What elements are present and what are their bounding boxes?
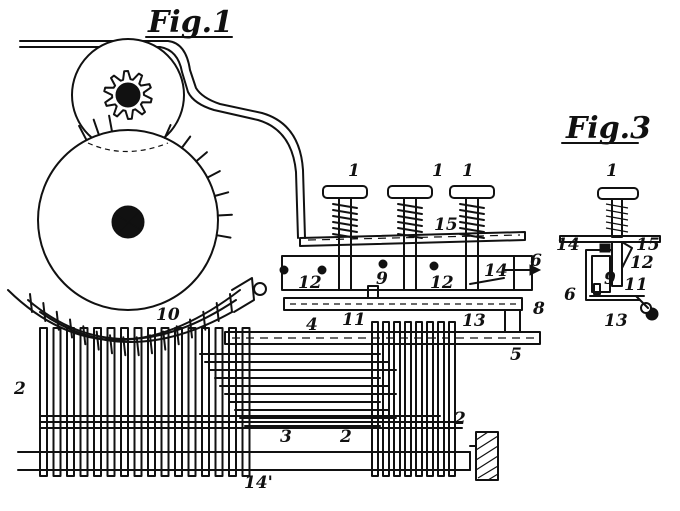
vertical-rods xyxy=(39,321,456,477)
rod xyxy=(52,327,62,477)
type-pin xyxy=(206,170,221,179)
comb-tooth xyxy=(122,336,127,357)
rod xyxy=(120,327,129,477)
rod xyxy=(448,321,456,477)
type-pin xyxy=(108,114,113,133)
comb-tooth xyxy=(202,310,207,331)
label-key-c: 1 xyxy=(462,161,474,181)
label-12b: 12 xyxy=(430,273,454,293)
comb-teeth xyxy=(29,293,233,357)
label-13: 13 xyxy=(462,311,486,331)
spring xyxy=(332,203,358,239)
fig3-label-6: 6 xyxy=(564,285,576,305)
fig3-label-14: 14 xyxy=(556,235,580,255)
key-plate xyxy=(299,231,526,247)
tape-guide xyxy=(19,40,306,239)
comb-tooth xyxy=(55,310,60,331)
type-wheel xyxy=(37,114,233,311)
bottom-shaft xyxy=(17,451,471,471)
rod xyxy=(187,327,197,477)
rod xyxy=(382,321,390,477)
rod xyxy=(93,327,102,477)
rod xyxy=(174,327,183,477)
fig3-label-15: 15 xyxy=(636,235,660,255)
wheel-type-pins xyxy=(78,114,233,239)
fig3-label-key: 1 xyxy=(606,161,618,181)
comb-tooth xyxy=(149,334,153,355)
figure-1: Fig.1 1 1 1 15 12 12 9 14 6 8 11 13 4 5 … xyxy=(7,5,545,493)
rod xyxy=(404,321,412,477)
label-2-left: 2 xyxy=(13,379,26,399)
rod xyxy=(437,321,445,477)
comb-tooth xyxy=(229,293,233,313)
label-key-a: 1 xyxy=(348,161,360,181)
label-9: 9 xyxy=(376,269,388,289)
rod xyxy=(66,327,75,477)
arc-pivot xyxy=(253,282,267,296)
cog-teeth xyxy=(103,70,153,120)
label-10: 10 xyxy=(156,305,180,325)
type-pin xyxy=(195,151,208,163)
type-pin xyxy=(92,118,100,136)
cog-outline xyxy=(103,70,153,120)
type-pin xyxy=(180,135,192,149)
rod xyxy=(147,327,156,477)
fig3-label-13: 13 xyxy=(604,311,628,331)
rod xyxy=(371,321,379,477)
comb-tooth xyxy=(109,334,113,355)
comb-tooth xyxy=(175,325,180,346)
label-5: 5 xyxy=(510,345,522,365)
label-key-b: 1 xyxy=(432,161,444,181)
rod xyxy=(79,327,89,477)
label-2-right: 2 xyxy=(453,409,466,429)
comb-tooth xyxy=(42,302,47,322)
arrow-8 xyxy=(504,264,542,276)
fig1-title: Fig.1 xyxy=(147,5,233,40)
fig3-label-12: 12 xyxy=(630,253,654,273)
label-2-mid: 2 xyxy=(339,427,352,447)
comb-tooth xyxy=(215,302,220,322)
rod xyxy=(214,327,224,477)
label-14: 14 xyxy=(484,261,508,281)
spring xyxy=(397,203,423,239)
small-gear xyxy=(71,38,185,152)
slide-bar xyxy=(283,285,523,311)
label-15: 15 xyxy=(434,215,458,235)
type-pin xyxy=(78,124,88,142)
comb-tooth xyxy=(95,330,100,351)
rod xyxy=(393,321,401,477)
horizontal-bars xyxy=(39,353,463,429)
label-12a: 12 xyxy=(298,273,322,293)
type-pin xyxy=(215,234,232,239)
fig3-label-11: 11 xyxy=(624,275,648,295)
spring xyxy=(459,203,485,239)
label-3: 3 xyxy=(280,427,292,447)
rod xyxy=(415,321,423,477)
comb-tooth xyxy=(29,293,33,313)
bar-4-5 xyxy=(224,309,541,345)
rod xyxy=(106,327,116,477)
comb-tooth xyxy=(162,330,167,351)
rod xyxy=(133,327,143,477)
figure-3: Fig.3 1 14 15 12 9 6 11 13 xyxy=(556,111,661,331)
label-8: 8 xyxy=(532,299,545,319)
bearing-hatched xyxy=(469,431,499,481)
rod xyxy=(160,327,170,477)
label-14-prime: 14' xyxy=(244,473,273,493)
rod xyxy=(201,327,210,477)
label-6: 6 xyxy=(530,251,542,271)
rod xyxy=(426,321,434,477)
comb-tooth xyxy=(135,336,140,357)
fig3-label-9: 9 xyxy=(604,269,616,289)
type-pin xyxy=(213,191,230,197)
type-pin xyxy=(163,124,172,139)
label-4: 4 xyxy=(306,315,318,335)
rod xyxy=(39,327,48,477)
fig3-title: Fig.3 xyxy=(565,111,651,146)
comb-tooth xyxy=(82,325,87,346)
type-pin xyxy=(216,213,233,217)
label-11: 11 xyxy=(342,310,366,330)
